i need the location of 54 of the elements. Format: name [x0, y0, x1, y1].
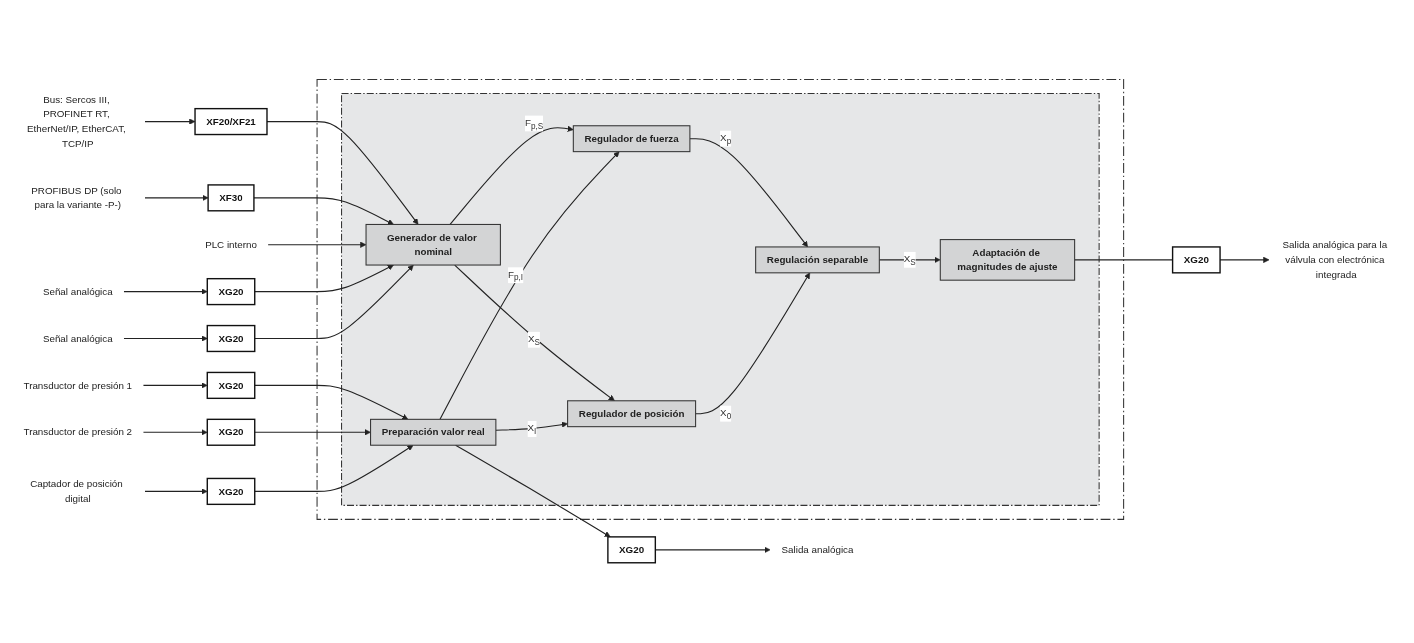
arrow	[254, 445, 414, 493]
arrow	[144, 118, 196, 125]
node-text: Transductor de presión 2	[23, 426, 133, 438]
arrow	[254, 385, 409, 420]
node-text: PROFIBUS DP (solo para la variante -P-)	[31, 184, 122, 211]
arrow	[267, 241, 367, 249]
node-box: XF30	[207, 184, 255, 212]
node-text: Bus: Sercos III, PROFINET RT, EtherNet/IP, EtherCAT, TCP/IP	[27, 93, 126, 150]
arrow	[123, 288, 208, 295]
arrow	[144, 195, 209, 202]
node-text: Señal analógica	[42, 285, 113, 298]
arrow	[439, 151, 620, 421]
edge-label: F$_{p,I}$	[508, 268, 524, 283]
edge-label: X$_{p}$	[720, 132, 732, 146]
arrow	[254, 265, 394, 293]
node-box: XG20	[206, 478, 256, 506]
edge-label: X$_{0}$	[720, 407, 732, 421]
node-text: Transductor de presión 1	[23, 379, 133, 391]
arrow	[689, 138, 808, 248]
arrow	[495, 421, 568, 432]
node-box: Regulación separable	[755, 246, 880, 274]
arrow	[449, 126, 574, 226]
node-text: Salida analógica	[781, 544, 854, 556]
node-box: Regulador de fuerza	[572, 125, 691, 153]
node-box: Adaptación de magnitudes de ajuste	[939, 239, 1076, 281]
node-box: XG20	[206, 325, 256, 353]
arrow	[142, 429, 208, 436]
arrow	[123, 335, 208, 342]
node-box: XG20	[607, 536, 657, 564]
node-text: Señal analógica	[42, 332, 113, 345]
edge-label: X$_{S}$	[528, 333, 540, 347]
arrow	[454, 264, 615, 402]
arrow	[254, 429, 371, 436]
arrow	[253, 197, 394, 226]
edge-label: X$_{I}$	[527, 422, 537, 436]
node-box: XG20	[206, 372, 256, 400]
node-box: XG20	[1171, 246, 1221, 274]
arrow	[142, 382, 208, 389]
node-text: Salida analógica para la válvula con electrónica integrada	[1282, 239, 1388, 281]
node-text: Captador de posición digital	[30, 478, 123, 505]
arrow	[266, 121, 419, 226]
arrow	[254, 265, 414, 340]
node-box: XG20	[206, 278, 256, 306]
arrow	[144, 488, 208, 495]
node-box: XF20/XF21	[194, 108, 268, 136]
arrow	[455, 444, 611, 538]
edge-label: F$_{p,S}$	[524, 117, 544, 131]
node-box: XG20	[206, 418, 256, 447]
node-text: PLC interno	[205, 239, 257, 251]
arrow	[695, 272, 811, 415]
node-box: Generador de valor nominal	[365, 224, 501, 266]
node-box: Regulador de posición	[567, 400, 697, 428]
edge-label: X$_{S}$	[903, 253, 916, 267]
node-box: Preparación valor real	[370, 419, 497, 447]
